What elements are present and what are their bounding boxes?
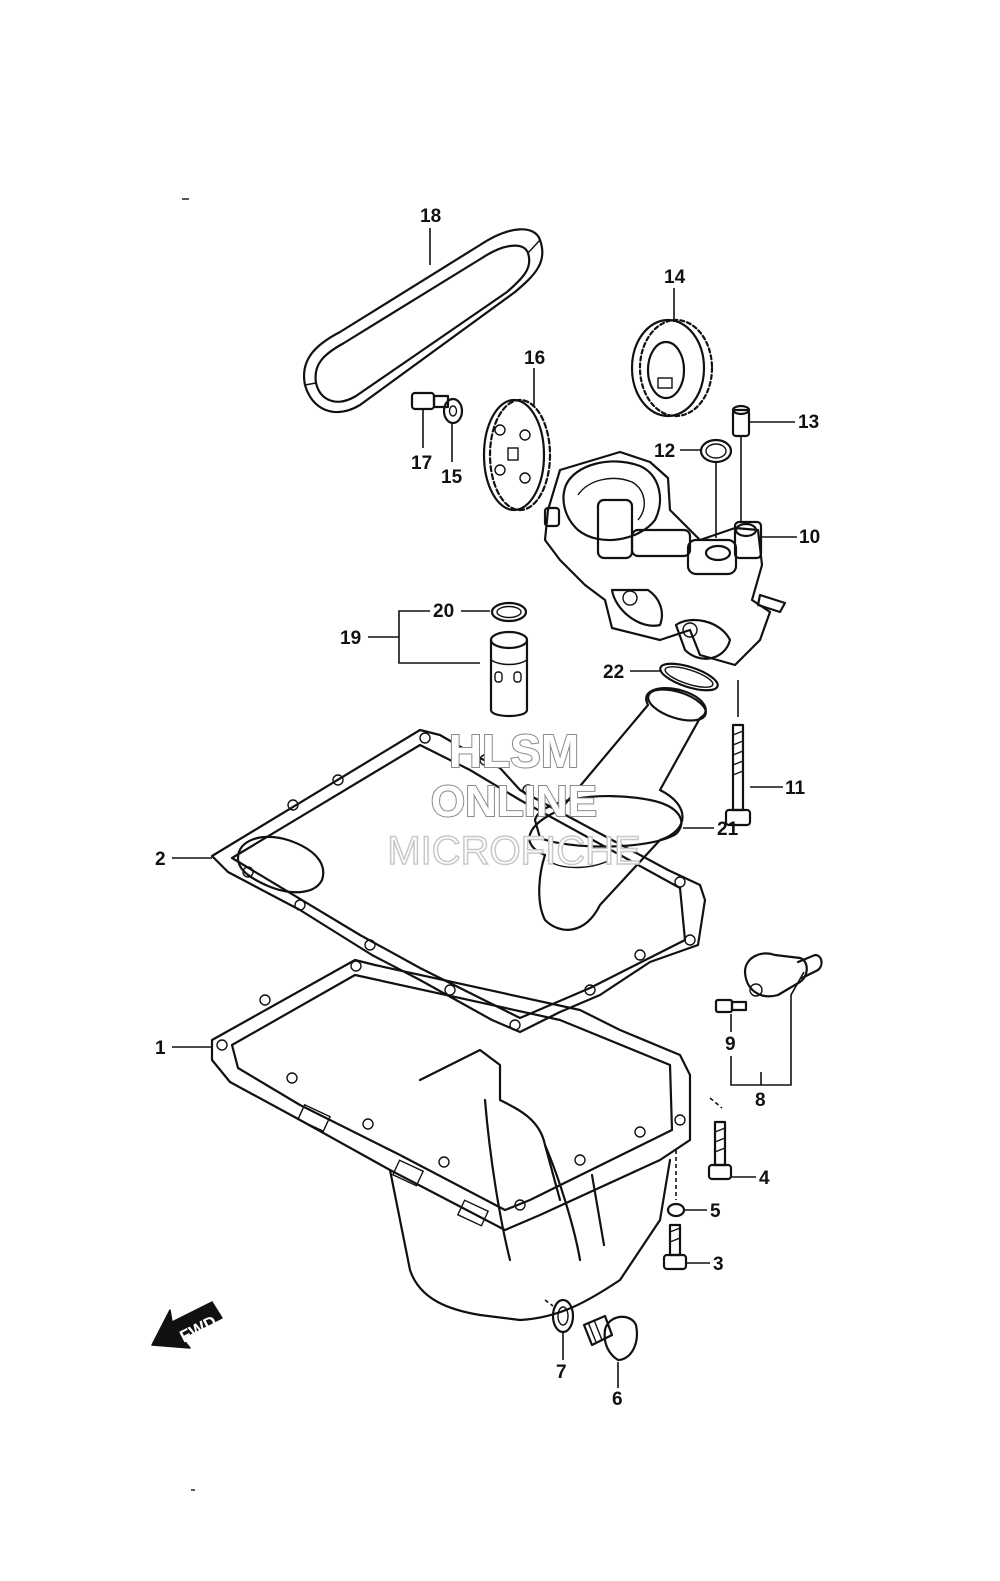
callout-7: 7 xyxy=(556,1362,567,1383)
watermark: HLSM ONLINE MICROFICHE xyxy=(387,724,642,874)
dowel-pin xyxy=(731,404,751,438)
fwd-direction-marker: FWD xyxy=(151,1301,223,1349)
oil-pipe xyxy=(489,630,529,718)
oil-strainer xyxy=(528,687,707,931)
callout-8: 8 xyxy=(755,1090,766,1111)
callout-2: 2 xyxy=(155,849,166,870)
leader-lines xyxy=(172,228,805,1388)
oil-drain-plug xyxy=(582,1314,638,1362)
callout-10: 10 xyxy=(799,527,820,548)
watermark-line-3: MICROFICHE xyxy=(387,829,640,873)
oil-pressure-switch xyxy=(743,952,823,998)
pressure-switch-bolt xyxy=(714,998,748,1014)
o-ring-small xyxy=(699,438,733,464)
oil-pan-washer xyxy=(666,1202,686,1218)
callout-numbers: 18 14 16 13 12 17 15 10 20 19 22 11 21 2… xyxy=(155,206,820,1410)
o-ring-pipe xyxy=(490,601,528,623)
callout-1: 1 xyxy=(155,1038,166,1059)
callout-16: 16 xyxy=(524,348,545,369)
callout-12: 12 xyxy=(654,441,675,462)
callout-20: 20 xyxy=(433,601,454,622)
callout-15: 15 xyxy=(441,467,463,488)
callout-18: 18 xyxy=(420,206,441,227)
callout-21: 21 xyxy=(717,819,739,840)
arrow-down-left-icon xyxy=(151,1301,223,1349)
callout-19: 19 xyxy=(340,628,361,649)
oil-pan-bolt-short xyxy=(662,1223,688,1271)
oil-pan-bolt-long xyxy=(707,1120,733,1181)
callout-9: 9 xyxy=(725,1034,736,1055)
pump-sprocket-bolt xyxy=(410,391,450,411)
callout-4: 4 xyxy=(759,1168,770,1189)
drive-chain xyxy=(302,228,544,414)
oil-pan xyxy=(210,958,692,1322)
oil-pump-sprocket xyxy=(482,398,552,512)
pump-mounting-bolt xyxy=(724,723,752,827)
oil-pump-assembly xyxy=(543,450,787,667)
callout-22: 22 xyxy=(603,662,624,683)
callout-14: 14 xyxy=(664,267,686,288)
oil-pan-gasket xyxy=(210,728,707,1034)
callout-3: 3 xyxy=(713,1254,724,1275)
sprocket-washer xyxy=(442,397,464,425)
o-ring-strainer xyxy=(659,662,719,692)
watermark-line-1: HLSM xyxy=(449,725,579,777)
callout-17: 17 xyxy=(411,453,432,474)
callout-6: 6 xyxy=(612,1389,623,1410)
callout-5: 5 xyxy=(710,1201,721,1222)
oil-pump-drive-gear xyxy=(630,318,714,418)
drain-plug-gasket xyxy=(551,1298,575,1334)
callout-13: 13 xyxy=(798,412,819,433)
watermark-line-2: ONLINE xyxy=(431,777,597,826)
callout-11: 11 xyxy=(785,778,806,799)
